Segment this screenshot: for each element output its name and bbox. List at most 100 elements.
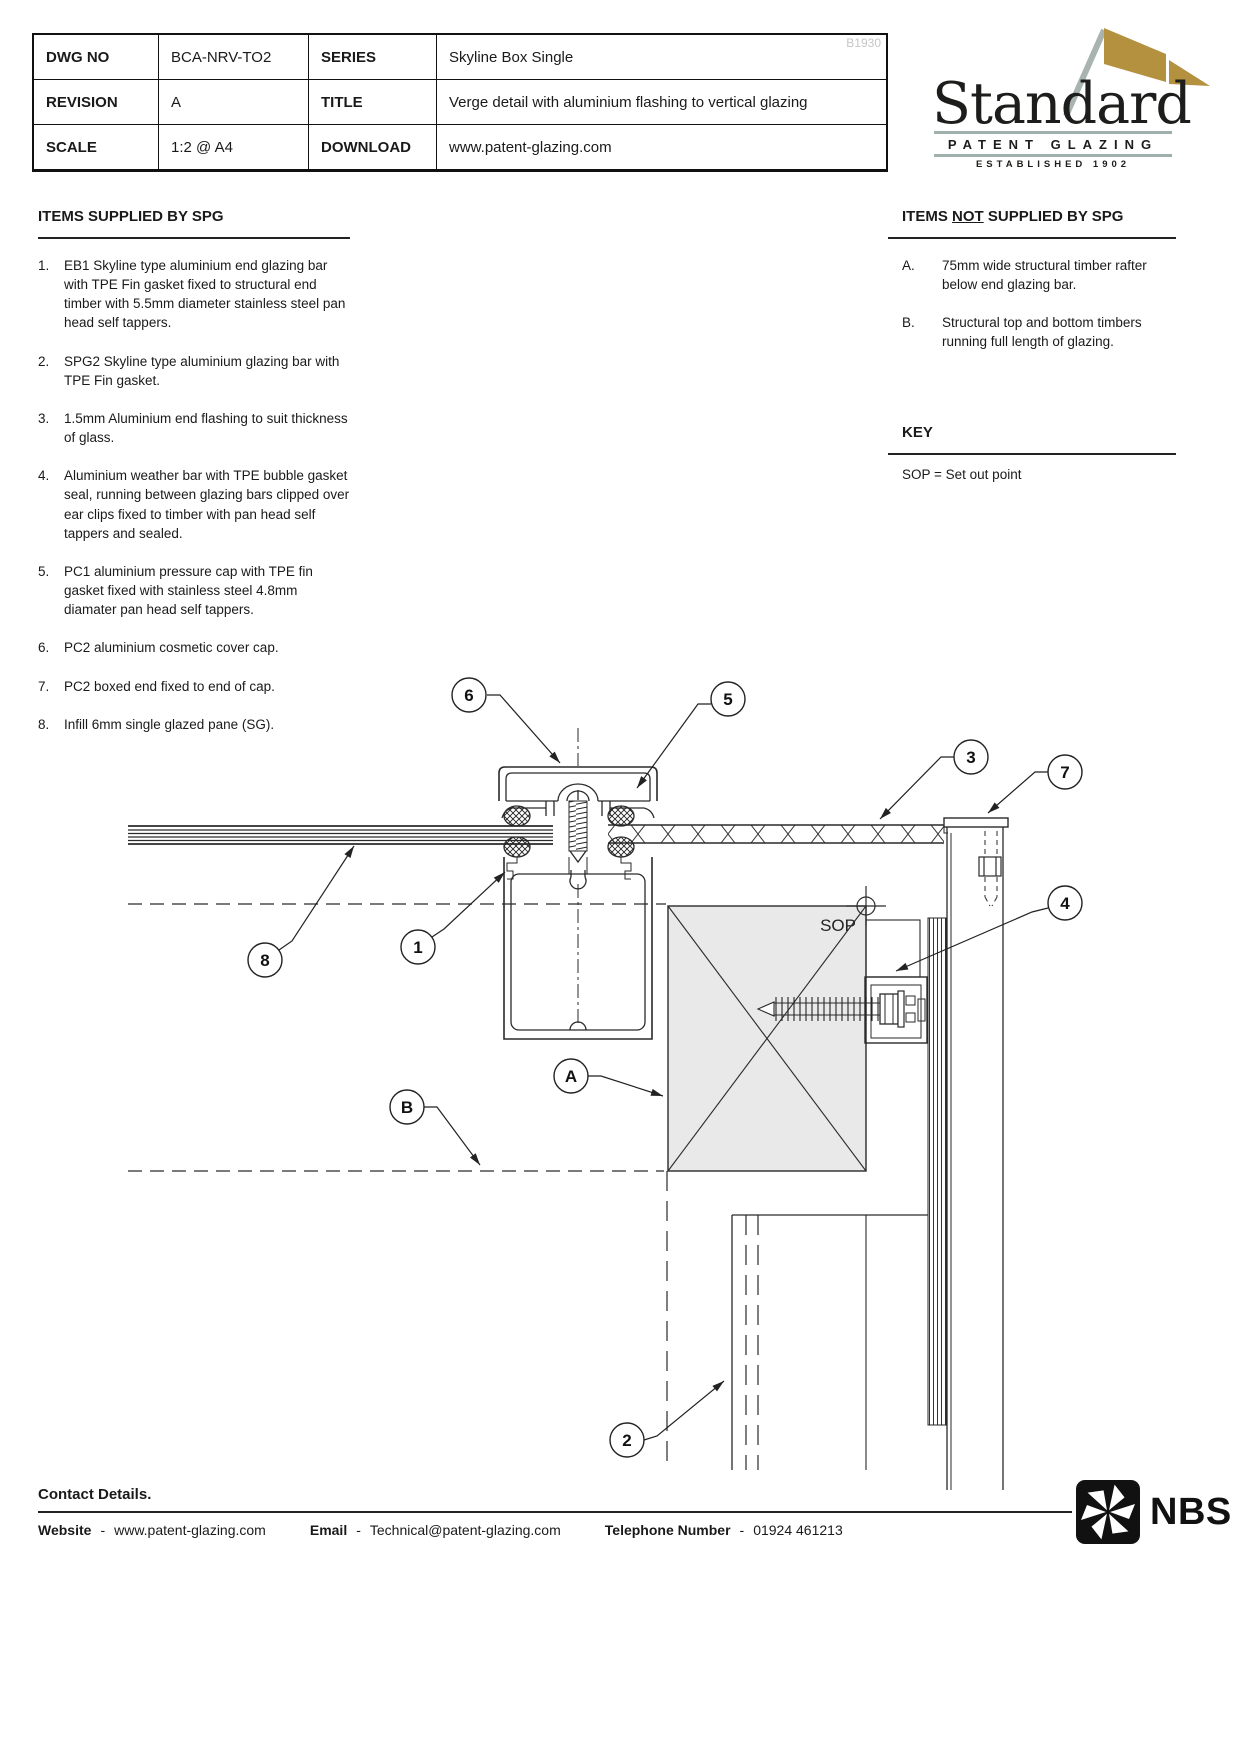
svg-text:1: 1 xyxy=(413,938,422,957)
list-item: B.Structural top and bottom timbers runn… xyxy=(888,313,1176,351)
item-number: 2. xyxy=(38,353,50,369)
heading-rule xyxy=(38,237,350,239)
list-item: 4. Aluminium weather bar with TPE bubble … xyxy=(38,466,350,543)
item-text: Infill 6mm single glazed pane (SG). xyxy=(64,716,275,732)
email-label: Email xyxy=(309,1522,348,1538)
logo-established: ESTABLISHED 1902 xyxy=(975,159,1131,170)
datum-dashed-lines xyxy=(128,903,666,1172)
table-row: SCALE 1:2 @ A4 DOWNLOAD www.patent-glazi… xyxy=(34,125,886,170)
list-item: A. 75mm wide structural timber rafter bel… xyxy=(888,256,1176,294)
heading-part: SUPPLIED BY SPG xyxy=(983,208,1124,225)
item-number: 1. xyxy=(38,258,50,273)
logo-subtitle: PATENT GLAZING xyxy=(947,137,1159,152)
nbs-text: NBS xyxy=(1150,1490,1232,1533)
phone-value: 01924 461213 xyxy=(753,1522,843,1538)
svg-text:8: 8 xyxy=(260,951,269,970)
list-item: 2. SPG2 Skyline type aluminium glazing ba… xyxy=(38,352,350,390)
list-item: 3. 1.5mm Aluminium end flashing to suit t… xyxy=(38,409,350,447)
heading-rule xyxy=(888,453,1176,455)
balloon-callouts: 6 5 3 7 4 8 1A B 2 xyxy=(247,677,1083,1458)
svg-text:B: B xyxy=(401,1098,413,1117)
list-item: 7.PC2 boxed end fixed to end of cap. xyxy=(38,677,350,696)
contact-heading: Contact Details. xyxy=(38,1486,152,1503)
revision-value: A xyxy=(159,80,309,124)
balloon-6: 6 xyxy=(451,677,561,764)
balloon-2: 2 xyxy=(609,1380,725,1458)
title-block-table: DWG NO BCA-NRV-TO2 SERIES Skyline Box Si… xyxy=(32,33,888,172)
item-text: Structural top and bottom timbers runnin… xyxy=(942,315,1142,350)
item-text: SPG2 Skyline type aluminium glazing bar … xyxy=(64,353,340,388)
glazing-bar-body xyxy=(503,857,653,1040)
hidden-lines xyxy=(666,1171,759,1470)
footer-rule xyxy=(38,1511,1072,1513)
scale-label: SCALE xyxy=(34,125,159,169)
weather-bar-assembly xyxy=(864,917,947,1426)
flag-icon xyxy=(1063,28,1210,118)
company-logo: Standard PATENT GLAZING ESTABLISHED 1902 xyxy=(918,20,1210,185)
series-value: Skyline Box Single xyxy=(449,48,574,66)
balloon-4: 4 xyxy=(895,885,1083,972)
contact-row: Website - www.patent-glazing.com Email -… xyxy=(38,1522,843,1538)
logo-name: Standard xyxy=(932,71,1192,137)
item-text: 1.5mm Aluminium end flashing to suit thi… xyxy=(64,410,348,446)
list-item: 6. PC2 aluminium cosmetic cover cap. xyxy=(38,638,350,657)
download-value: www.patent-glazing.com xyxy=(449,138,612,156)
list-item: 8. Infill 6mm single glazed pane (SG). xyxy=(38,715,350,734)
table-row: REVISION A TITLE Verge detail with alumi… xyxy=(34,80,886,125)
svg-text:4: 4 xyxy=(1060,894,1070,913)
dwg-no-value: BCA-NRV-TO2 xyxy=(159,35,309,79)
item-text: PC1 aluminium pressure cap with TPE fin … xyxy=(64,563,313,618)
end-flashing xyxy=(943,817,1009,1490)
flashing-bolt xyxy=(978,856,1002,877)
key-heading: KEY xyxy=(902,424,933,441)
website-value: www.patent-glazing.com xyxy=(114,1522,266,1538)
download-label: DOWNLOAD xyxy=(309,125,437,169)
key-entry: SOP = Set out point xyxy=(902,467,1022,482)
separator: - xyxy=(356,1522,361,1538)
glass-pane xyxy=(128,825,553,845)
items-not-supplied-list: A. 75mm wide structural timber rafter bel… xyxy=(888,256,1176,352)
gaskets xyxy=(503,805,635,880)
key-section: KEY SOP = Set out point xyxy=(888,424,1176,482)
separator: - xyxy=(100,1522,106,1538)
revision-label: REVISION xyxy=(34,80,159,124)
svg-text:A: A xyxy=(565,1067,577,1086)
ear-clip xyxy=(905,995,926,1023)
item-text: Aluminium weather bar with TPE bubble ga… xyxy=(64,468,350,541)
item-text: PC2 aluminium cosmetic cover cap. xyxy=(64,640,279,656)
item-letter: A. xyxy=(902,258,915,273)
items-not-supplied-section: ITEMS NOT SUPPLIED BY SPG A. 75mm wide st… xyxy=(888,208,1176,482)
balloon-A: A xyxy=(553,1058,664,1097)
svg-text:2: 2 xyxy=(622,1431,631,1450)
lower-vertical-glazing xyxy=(731,1214,928,1470)
svg-text:7: 7 xyxy=(1060,763,1069,782)
svg-text:5: 5 xyxy=(723,690,732,709)
technical-drawing: SOP xyxy=(128,677,1083,1490)
items-supplied-list: 1.EB1 Skyline type aluminium end glazing… xyxy=(38,256,350,734)
list-item: 1.EB1 Skyline type aluminium end glazing… xyxy=(38,256,350,333)
sop-marker xyxy=(846,886,886,926)
item-number: 6. xyxy=(38,640,50,656)
balloon-7: 7 xyxy=(987,754,1083,814)
svg-text:3: 3 xyxy=(966,748,975,767)
balloon-8: 8 xyxy=(247,845,355,978)
items-supplied-section: ITEMS SUPPLIED BY SPG 1.EB1 Skyline type… xyxy=(38,208,350,753)
timber-rafter xyxy=(667,905,867,1172)
item-number: 3. xyxy=(38,410,50,426)
item-number: 4. xyxy=(38,468,50,484)
nbs-pinwheel-icon xyxy=(1076,1480,1140,1544)
item-number: 8. xyxy=(38,716,50,732)
title-label: TITLE xyxy=(309,80,437,124)
table-row: DWG NO BCA-NRV-TO2 SERIES Skyline Box Si… xyxy=(34,35,886,80)
balloon-B: B xyxy=(389,1089,481,1166)
logo-rule-top xyxy=(934,131,1172,134)
items-not-supplied-heading: ITEMS NOT SUPPLIED BY SPG xyxy=(888,208,1176,225)
item-number: 5. xyxy=(38,563,50,579)
email-value: Technical@patent-glazing.com xyxy=(369,1522,561,1538)
scale-value: 1:2 @ A4 xyxy=(159,125,309,169)
item-text: 75mm wide structural timber rafter below… xyxy=(942,258,1147,293)
balloon-3: 3 xyxy=(879,739,989,820)
title-value: Verge detail with aluminium flashing to … xyxy=(449,93,808,111)
dwg-no-label: DWG NO xyxy=(34,35,159,79)
